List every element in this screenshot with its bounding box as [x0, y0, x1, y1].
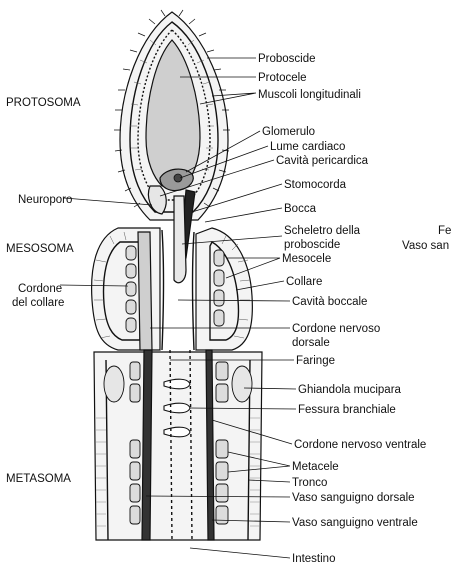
collar-nerve-cord: [137, 231, 153, 351]
label-intestino: Intestino: [292, 553, 335, 563]
label-cordone-dorsale-line2: dorsale: [292, 337, 330, 349]
label-scheletro-line2: proboscide: [284, 239, 340, 251]
intestine-lumen: [169, 349, 193, 541]
label-cavita-boccale: Cavità boccale: [292, 296, 367, 308]
anatomy-illustration: [91, 9, 263, 541]
proboscis-cilia: [114, 9, 230, 208]
collar-right-lobe: [195, 227, 253, 351]
leader-lines: [59, 57, 297, 559]
muscle-layer: [137, 29, 211, 201]
label-cordone-dorsale-line1: Cordone nervoso: [292, 323, 380, 335]
pericardial-cavity: [147, 185, 167, 215]
metacoel-cells-right: [215, 361, 229, 525]
label-cordone-line1: Cordone: [18, 283, 62, 295]
region-mesosoma: MESOSOMA: [6, 243, 74, 255]
label-protocele: Protocele: [258, 72, 307, 84]
label-ghiandola: Ghiandola mucipara: [298, 384, 402, 396]
dorsal-nerve-cord: [141, 349, 153, 541]
label-scheletro-line1: Scheletro della: [284, 225, 361, 237]
label-vaso-dorsale: Vaso sanguigno dorsale: [292, 492, 415, 504]
proboscis-skeleton: [173, 195, 187, 284]
label-cropped-vaso-san: Vaso san: [402, 240, 449, 252]
label-glomerulo: Glomerulo: [262, 126, 315, 138]
label-vaso-ventrale: Vaso sanguigno ventrale: [292, 517, 418, 529]
collar-coelom-left: [102, 241, 141, 341]
mucous-gland-left: [103, 365, 125, 403]
label-cordone-ventrale: Cordone nervoso ventrale: [294, 439, 426, 451]
label-faringe: Faringe: [296, 355, 335, 367]
mucous-gland-right: [231, 365, 253, 403]
label-muscoli: Muscoli longitudinali: [258, 89, 361, 101]
label-neuroporo: Neuroporo: [18, 194, 72, 206]
collar-coelom-right: [209, 241, 240, 341]
label-cavita-pericardica: Cavità pericardica: [276, 155, 369, 167]
metacoel-cells-left: [129, 361, 141, 525]
cardiac-lumen: [173, 173, 183, 183]
label-proboscide: Proboscide: [258, 53, 316, 65]
trunk-stripes: [96, 417, 260, 527]
label-bocca: Bocca: [284, 203, 317, 215]
mesocoel-cells-left: [125, 245, 137, 333]
label-metacele: Metacele: [292, 461, 339, 473]
buccal-cavity: [161, 229, 195, 351]
ventral-nerve-cord: [205, 349, 215, 541]
label-mesocele: Mesocele: [282, 253, 331, 265]
label-cropped-fe: Fe: [438, 225, 451, 237]
label-collare: Collare: [286, 276, 322, 288]
label-cordone-line2: del collare: [12, 297, 64, 309]
mesocoel-cells-right: [213, 249, 225, 327]
region-metasoma: METASOMA: [6, 473, 71, 485]
label-lume: Lume cardiaco: [270, 141, 345, 153]
label-tronco: Tronco: [292, 477, 327, 489]
label-fessura: Fessura branchiale: [298, 404, 396, 416]
epidermis-hatching: [130, 39, 214, 171]
region-protosoma: PROTOSOMA: [6, 97, 81, 109]
label-stomocorda: Stomocorda: [284, 179, 347, 191]
collar-hatching: [93, 231, 251, 339]
